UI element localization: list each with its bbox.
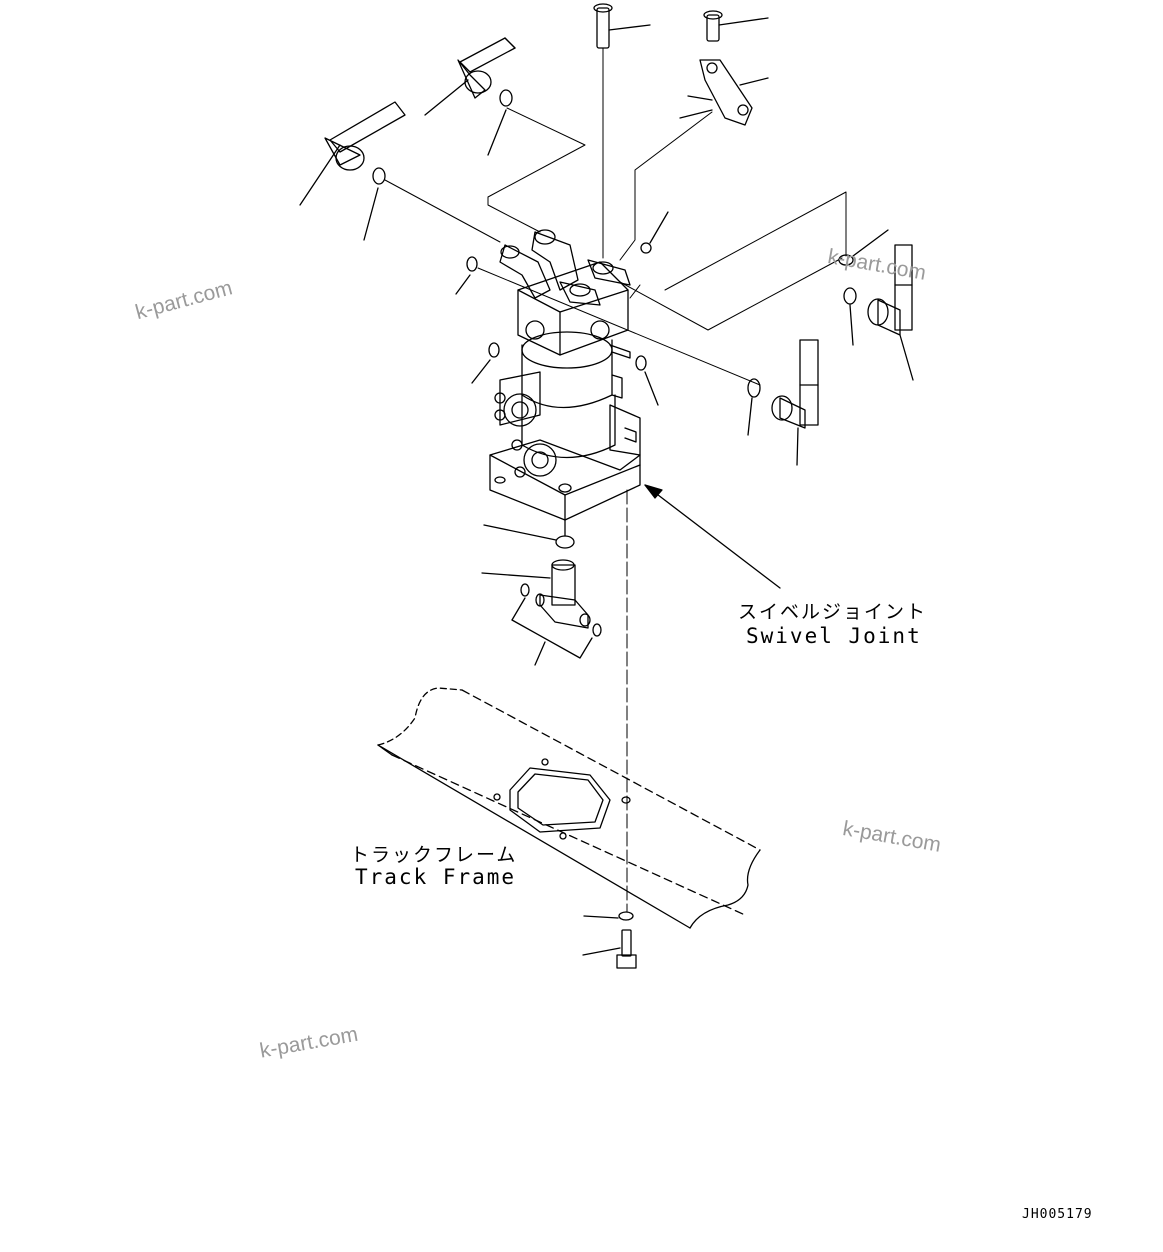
track-frame-label-en: Track Frame xyxy=(355,865,517,889)
track-frame-label-jp: トラックフレーム xyxy=(350,844,518,866)
swivel-joint-arrow xyxy=(644,484,781,589)
swivel-joint-label-en: Swivel Joint xyxy=(746,624,922,648)
hose-ends-left xyxy=(299,37,669,406)
drawing-code: JH005179 xyxy=(1022,1207,1093,1222)
elbow-fittings xyxy=(499,229,631,306)
lower-fittings xyxy=(481,519,602,666)
swivel-joint-body xyxy=(489,261,641,521)
swivel-joint-label-jp: スイベルジョイント xyxy=(738,601,928,623)
hose-ends-right xyxy=(747,229,914,466)
bolt-and-washer xyxy=(582,911,637,969)
routing-lines xyxy=(384,47,847,386)
pin-and-clip xyxy=(593,3,769,126)
track-frame-plate xyxy=(377,687,761,929)
